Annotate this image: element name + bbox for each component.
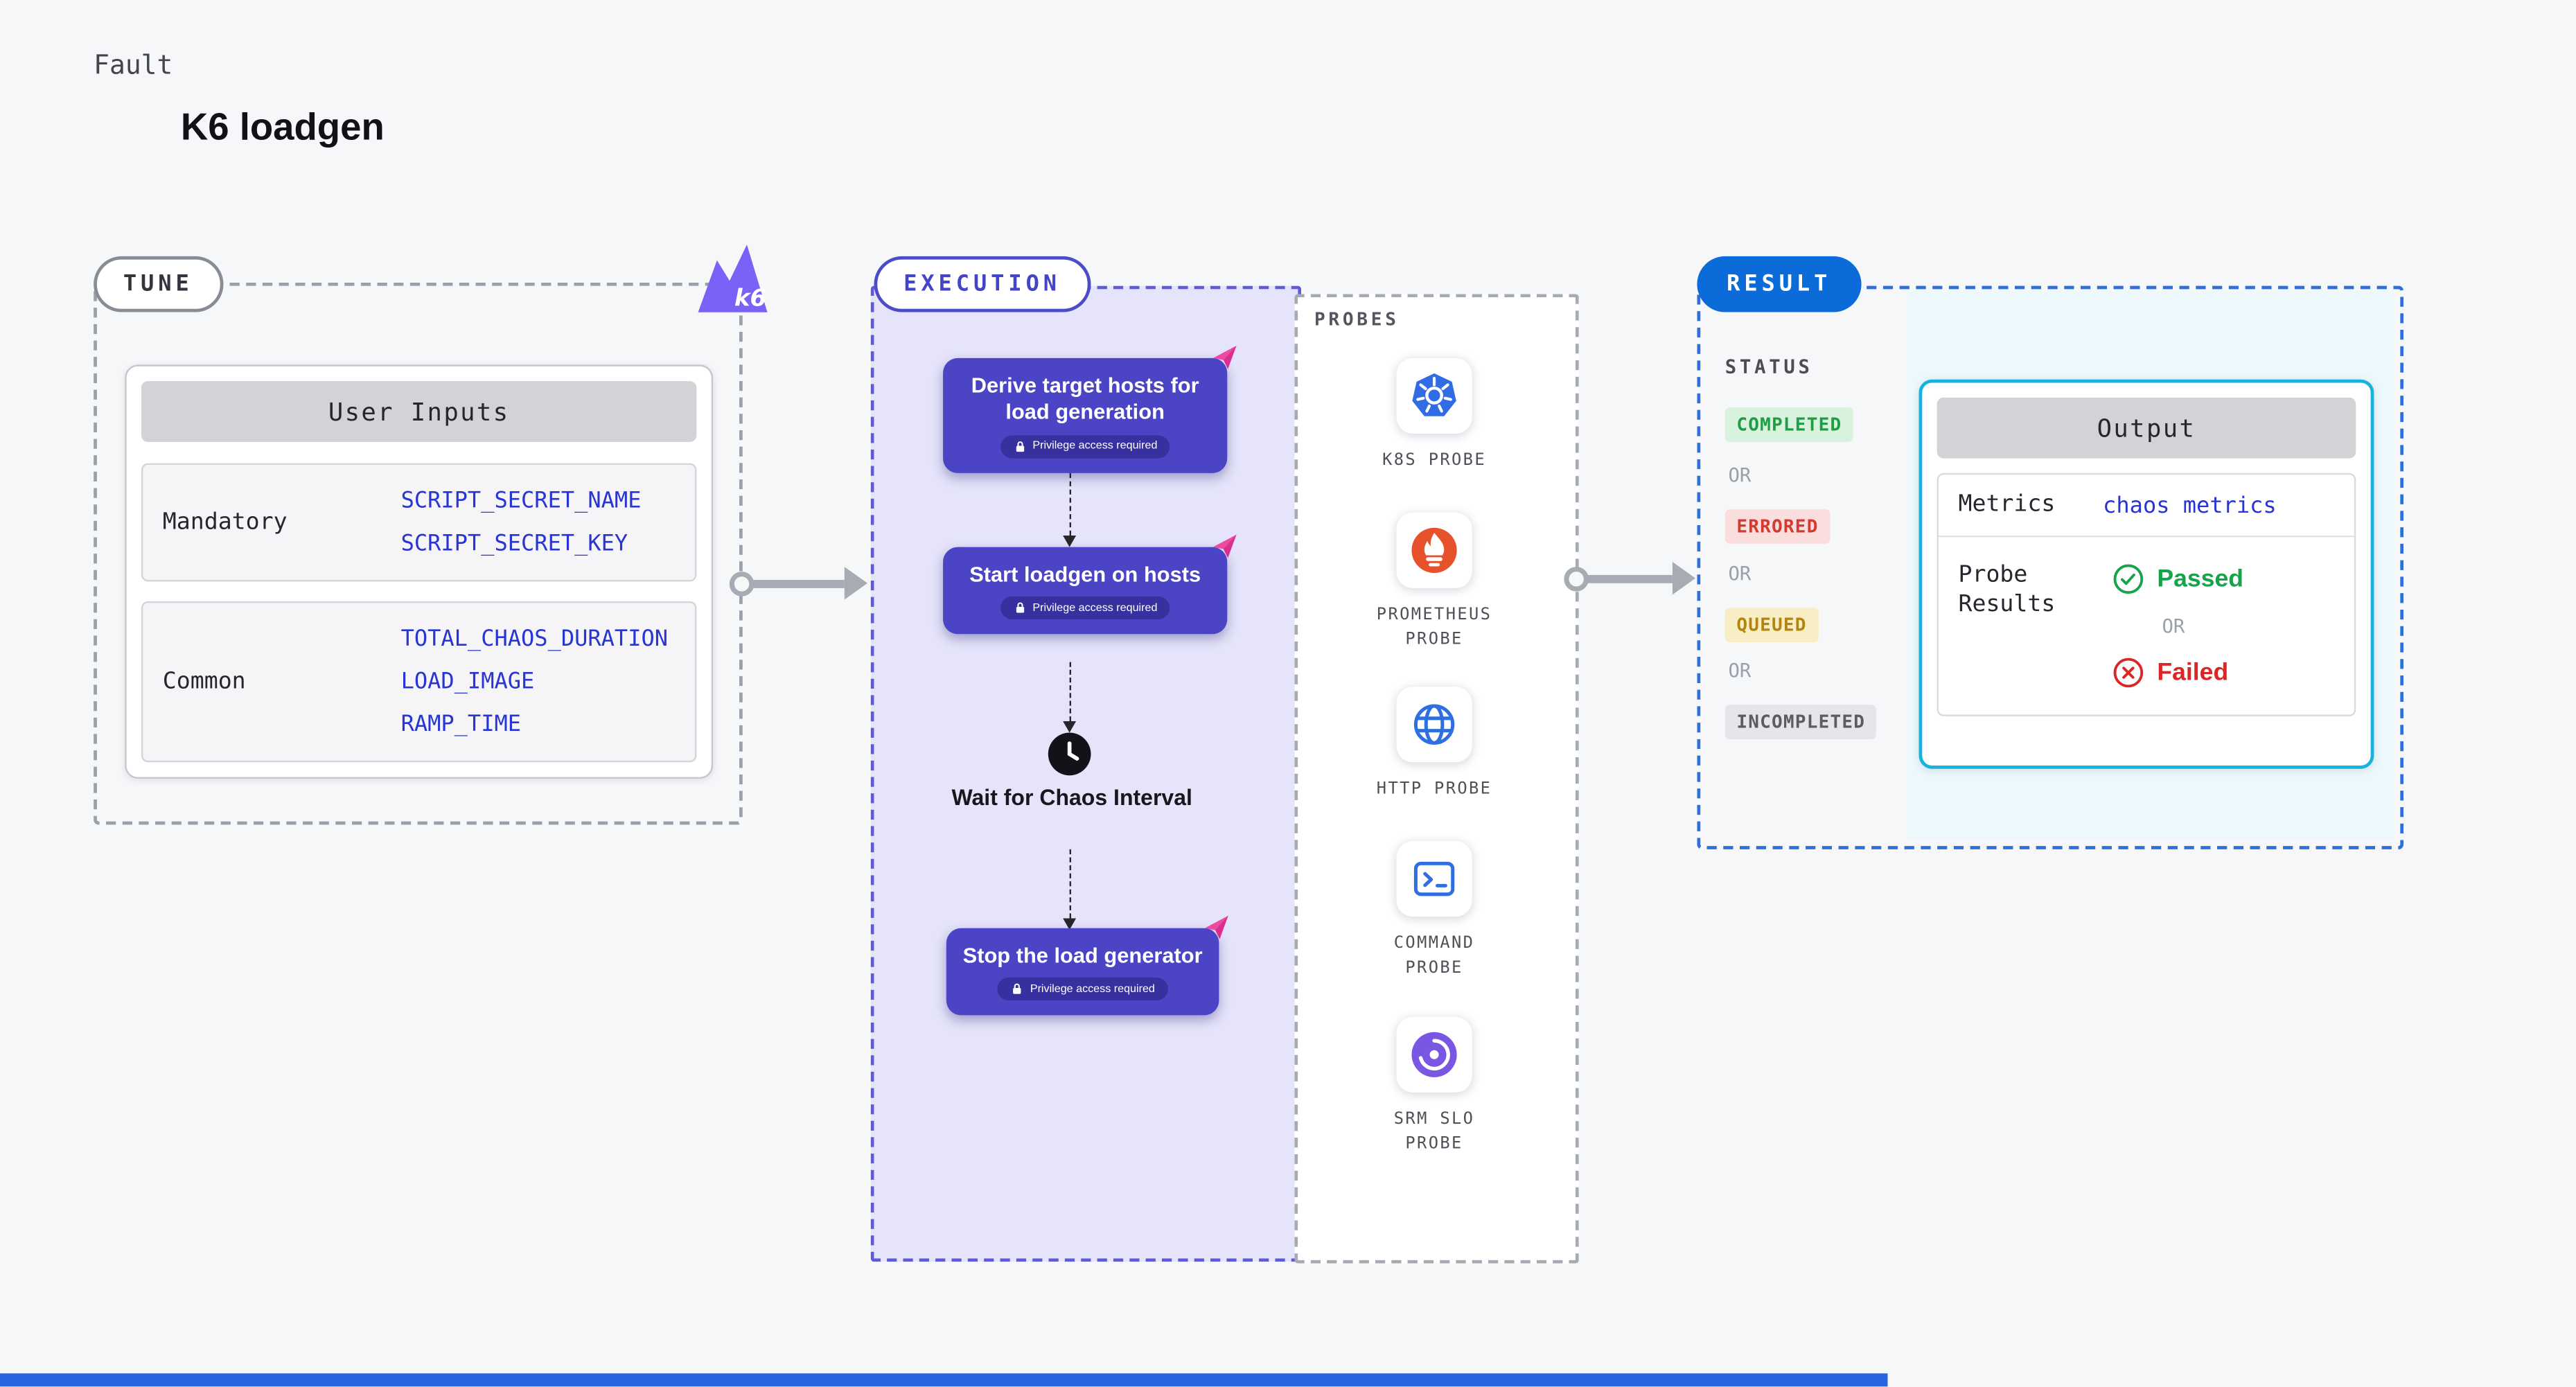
env-var-link: SCRIPT_SECRET_KEY <box>400 530 628 557</box>
row-label-common: Common <box>162 669 246 696</box>
step-connector <box>1062 662 1076 733</box>
tune-section <box>94 282 743 825</box>
wait-step-label: Wait for Chaos Interval <box>951 785 1192 811</box>
prometheus-icon <box>1396 512 1472 588</box>
mandatory-values: SCRIPT_SECRET_NAME SCRIPT_SECRET_KEY <box>401 488 642 557</box>
connector-arrowhead-icon <box>1062 721 1076 733</box>
arrow-line <box>752 578 845 588</box>
step-stop-loadgen: Stop the load generator Privilege access… <box>946 915 1228 1016</box>
probe-label: HTTP PROBE <box>1376 780 1492 799</box>
step-connector <box>1062 472 1076 547</box>
probe-label: SRM SLO PROBE <box>1393 1110 1475 1154</box>
probe-prometheus: PROMETHEUS PROBE <box>1324 512 1544 653</box>
user-inputs-header: User Inputs <box>141 381 697 442</box>
check-circle-icon <box>2113 564 2144 594</box>
clock-icon <box>1046 731 1092 777</box>
metrics-label: Metrics <box>1958 491 2056 518</box>
step-connector <box>1062 849 1076 930</box>
privilege-badge-label: Privilege access required <box>1030 983 1155 996</box>
arrow-start-dot <box>1564 565 1589 591</box>
probe-label: PROMETHEUS PROBE <box>1376 606 1492 649</box>
metrics-row: Metrics chaos metrics <box>1939 475 2354 538</box>
privilege-badge-label: Privilege access required <box>1032 440 1158 452</box>
status-badge-queued: QUEUED <box>1724 608 1819 643</box>
or-separator: OR <box>1728 658 1752 682</box>
step-title: Start loadgen on hosts <box>969 561 1201 587</box>
chaos-fault-flag-icon <box>1211 532 1239 560</box>
probe-label: COMMAND PROBE <box>1393 935 1475 978</box>
status-badge-incompleted: INCOMPLETED <box>1724 705 1877 740</box>
http-globe-icon <box>1396 687 1472 763</box>
chaos-fault-flag-icon <box>1211 344 1239 371</box>
lock-icon <box>1013 984 1021 995</box>
fault-kind-label: Fault <box>94 49 173 81</box>
x-circle-icon <box>2113 657 2144 688</box>
result-section <box>1697 285 2404 849</box>
execution-to-result-arrow <box>1564 560 1696 597</box>
arrow-head <box>844 567 867 600</box>
probes-title: PROBES <box>1314 308 1400 330</box>
failed-result: Failed <box>2112 657 2243 688</box>
status-badge-completed: COMPLETED <box>1724 407 1853 442</box>
page-title: K6 loadgen <box>180 105 385 148</box>
env-var-link: RAMP_TIME <box>400 711 522 738</box>
privilege-badge: Privilege access required <box>997 978 1168 1001</box>
passed-result: Passed <box>2112 563 2243 594</box>
step-derive-target-hosts: Derive target hosts for load generation … <box>943 345 1237 472</box>
env-var-link: TOTAL_CHAOS_DURATION <box>400 626 669 653</box>
privilege-badge: Privilege access required <box>999 597 1171 620</box>
arrow-line <box>1587 574 1673 583</box>
row-label-mandatory: Mandatory <box>162 509 288 536</box>
output-header: Output <box>1937 397 2356 459</box>
srm-slo-icon <box>1396 1016 1472 1093</box>
tune-to-execution-arrow <box>729 565 867 601</box>
probe-command: COMMAND PROBE <box>1324 841 1544 981</box>
or-separator: OR <box>1728 463 1752 486</box>
mandatory-inputs-row: Mandatory SCRIPT_SECRET_NAME SCRIPT_SECR… <box>141 463 697 582</box>
passed-label: Passed <box>2157 565 2243 594</box>
user-inputs-card: User Inputs Mandatory SCRIPT_SECRET_NAME… <box>125 364 714 779</box>
probe-k8s: K8S PROBE <box>1324 357 1544 473</box>
metrics-value-link: chaos metrics <box>2103 492 2277 519</box>
status-title: STATUS <box>1724 355 1813 378</box>
probe-srm-slo: SRM SLO PROBE <box>1324 1016 1544 1157</box>
lock-icon <box>1015 440 1024 451</box>
common-values: TOTAL_CHAOS_DURATION LOAD_IMAGE RAMP_TIM… <box>401 626 668 737</box>
env-var-link: LOAD_IMAGE <box>400 669 535 696</box>
bottom-accent-bar <box>0 1373 1888 1387</box>
lock-icon <box>1015 603 1024 614</box>
failed-label: Failed <box>2157 658 2229 687</box>
kubernetes-icon <box>1396 357 1472 434</box>
privilege-badge: Privilege access required <box>999 434 1171 458</box>
probe-http: HTTP PROBE <box>1324 687 1544 802</box>
probes-section <box>1294 294 1579 1264</box>
probe-results-row: Probe Results Passed OR Failed <box>1939 537 2354 714</box>
chaos-fault-flag-icon <box>1203 913 1230 941</box>
status-badge-errored: ERRORED <box>1724 509 1830 544</box>
probe-results-values: Passed OR Failed <box>2103 560 2243 689</box>
output-card: Output Metrics chaos metrics Probe Resul… <box>1918 379 2374 769</box>
probe-label: K8S PROBE <box>1382 452 1486 470</box>
common-inputs-row: Common TOTAL_CHAOS_DURATION LOAD_IMAGE R… <box>141 601 697 763</box>
env-var-link: SCRIPT_SECRET_NAME <box>400 488 642 515</box>
result-pill: RESULT <box>1697 256 1862 312</box>
arrow-head <box>1672 561 1696 595</box>
command-terminal-icon <box>1396 841 1472 917</box>
k6-logo-text: k6 <box>734 285 766 312</box>
tune-pill: TUNE <box>94 256 223 312</box>
step-title: Stop the load generator <box>962 943 1203 968</box>
privilege-badge-label: Privilege access required <box>1032 602 1158 615</box>
k6-logo-icon: k6 <box>695 240 770 315</box>
execution-pill: EXECUTION <box>874 256 1091 312</box>
connector-arrowhead-icon <box>1062 536 1076 547</box>
step-title: Derive target hosts for load generation <box>971 373 1199 425</box>
connector-arrowhead-icon <box>1062 918 1076 930</box>
or-separator: OR <box>1728 561 1752 585</box>
probe-results-label: Probe Results <box>1958 561 2056 619</box>
output-rows: Metrics chaos metrics Probe Results Pass… <box>1937 472 2356 716</box>
or-separator: OR <box>2162 614 2185 638</box>
arrow-start-dot <box>729 570 755 596</box>
step-start-loadgen: Start loadgen on hosts Privilege access … <box>943 534 1237 635</box>
